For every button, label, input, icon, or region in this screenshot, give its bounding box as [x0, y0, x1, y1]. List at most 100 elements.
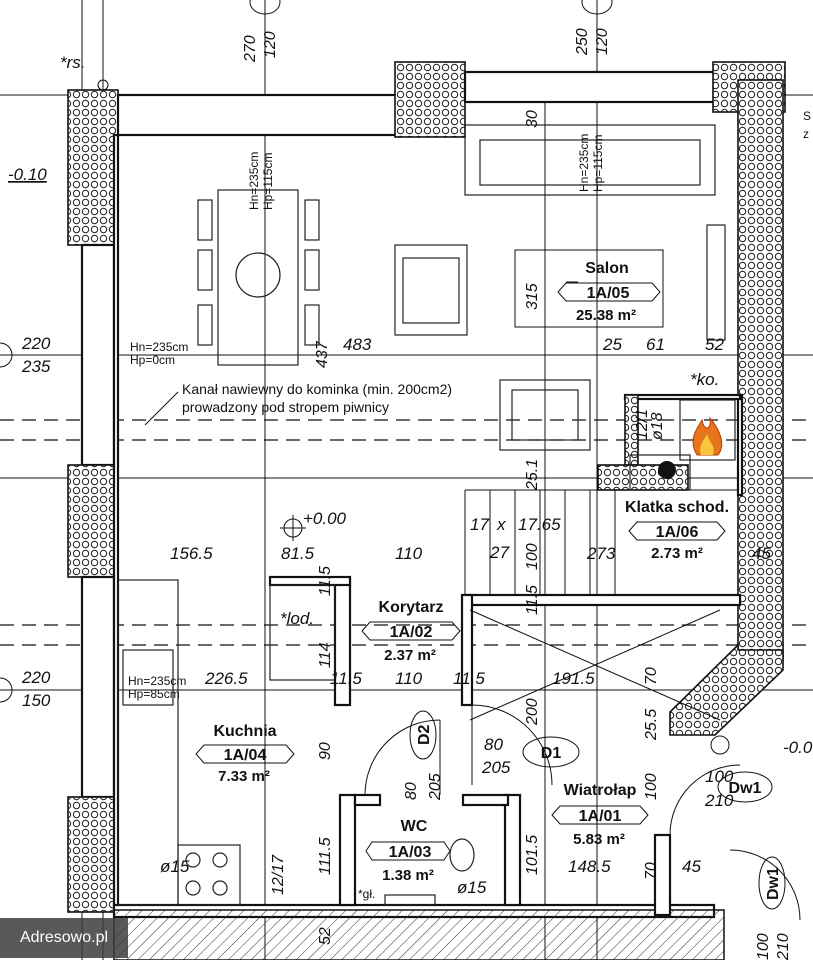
svg-text:101.5: 101.5 — [524, 835, 541, 875]
stair-27: 27 — [489, 543, 509, 562]
svg-text:200: 200 — [524, 698, 541, 726]
walls — [67, 61, 786, 960]
svg-text:11.5: 11.5 — [453, 669, 485, 688]
level-right: -0.0 — [783, 738, 813, 757]
svg-text:148.5: 148.5 — [568, 857, 611, 876]
room-kuchnia: Kuchnia 1A/04 7.33 m² — [195, 723, 295, 785]
room-area: 2.73 m² — [651, 545, 703, 562]
room-wc: WC 1A/03 1.38 m² — [365, 818, 451, 884]
door-dw1-callout — [717, 771, 773, 803]
svg-text:100: 100 — [643, 773, 660, 800]
watermark: Adresowo.pl — [0, 918, 128, 958]
svg-text:11.5: 11.5 — [317, 566, 334, 596]
stair-x: x — [496, 515, 506, 534]
wall-left-bottom — [67, 796, 115, 913]
svg-text:120: 120 — [262, 31, 279, 58]
duct-note-line2: prowadzony pod stropem piwnicy — [182, 399, 389, 415]
svg-text:110: 110 — [395, 669, 423, 688]
door-dw1: Dw1 — [729, 780, 762, 797]
fire-icon — [692, 416, 723, 456]
svg-text:11.5: 11.5 — [330, 669, 362, 688]
svg-text:437: 437 — [314, 340, 331, 368]
svg-text:100: 100 — [524, 543, 541, 570]
svg-text:270: 270 — [242, 35, 259, 63]
room-area: 25.38 m² — [576, 307, 636, 324]
phi15-wc: ø15 — [457, 878, 487, 897]
svg-text:226.5: 226.5 — [204, 669, 248, 688]
svg-text:61: 61 — [646, 335, 665, 354]
svg-text:235: 235 — [21, 357, 51, 376]
svg-text:205: 205 — [481, 758, 511, 777]
room-korytarz: Korytarz 1A/02 2.37 m² — [361, 599, 461, 664]
svg-text:114: 114 — [317, 642, 334, 668]
dimensions: 270 120 250 120 30 315 437 483 25 61 52 … — [21, 28, 792, 960]
svg-text:120: 120 — [594, 28, 611, 55]
room-wiatrolap: Wiatrołap 1A/01 5.83 m² — [551, 782, 649, 848]
label-ko: *ko. — [690, 370, 719, 389]
svg-text:273: 273 — [586, 544, 616, 563]
svg-text:205: 205 — [427, 773, 444, 801]
svg-text:45: 45 — [752, 544, 771, 563]
svg-text:70: 70 — [643, 667, 660, 685]
stair-1765: 17.65 — [518, 515, 561, 534]
svg-text:111.5: 111.5 — [317, 837, 334, 875]
door-dw1b-callout — [758, 856, 786, 910]
hp-kitchen: Hp=85cm — [128, 687, 180, 701]
room-name: Korytarz — [379, 599, 444, 616]
armchair — [394, 244, 468, 336]
duct-note-line1: Kanał nawiewny do kominka (min. 200cm2) — [182, 381, 452, 397]
svg-text:30: 30 — [524, 110, 541, 128]
svg-text:45: 45 — [682, 857, 701, 876]
svg-text:100: 100 — [755, 933, 772, 960]
phi18: ø18 — [649, 412, 666, 440]
svg-text:210: 210 — [704, 791, 734, 810]
top-axis-ellipse-left — [249, 0, 281, 15]
door-d1: D1 — [541, 745, 562, 762]
door-dw1b: Dw1 — [765, 867, 782, 900]
room-salon: Salon 1A/05 25.38 m² — [514, 249, 664, 328]
fireplace — [679, 399, 736, 461]
svg-text:191.5: 191.5 — [552, 669, 595, 688]
cut-s: S — [803, 109, 811, 123]
phi15-kitchen: ø15 — [160, 857, 190, 876]
svg-text:100: 100 — [705, 767, 734, 786]
svg-text:210: 210 — [775, 933, 792, 960]
hp-dining: Hp=115cm — [261, 153, 275, 210]
svg-text:81.5: 81.5 — [281, 544, 315, 563]
wall-right — [737, 79, 784, 661]
svg-text:80: 80 — [484, 735, 503, 754]
room-code: 1A/04 — [224, 747, 267, 764]
room-area: 2.37 m² — [384, 647, 436, 664]
room-code: 1A/05 — [587, 285, 630, 302]
room-area: 5.83 m² — [573, 831, 625, 848]
svg-text:483: 483 — [343, 335, 372, 354]
level-left: -0.10 — [8, 165, 47, 184]
furniture — [117, 124, 801, 921]
dining-table — [217, 189, 299, 366]
svg-text:52: 52 — [705, 335, 724, 354]
room-area: 1.38 m² — [382, 867, 434, 884]
level-center: +0.00 — [303, 509, 347, 528]
svg-text:11.5: 11.5 — [524, 585, 541, 615]
room-area: 7.33 m² — [218, 768, 270, 785]
kitchen-counter — [117, 579, 179, 906]
wall-top-left-corner — [67, 89, 119, 246]
room-klatka: Klatka schod. 1A/06 2.73 m² — [625, 499, 729, 562]
hp-left: Hp=0cm — [130, 353, 175, 367]
door-d2-callout — [409, 710, 437, 760]
wall-right-diagonal — [669, 643, 784, 736]
hp-salon: Hp=115cm — [591, 135, 605, 192]
room-code: 1A/06 — [656, 524, 699, 541]
svg-text:250: 250 — [574, 28, 591, 56]
svg-text:220: 220 — [21, 668, 51, 687]
room-name: Salon — [585, 260, 629, 277]
svg-text:70: 70 — [643, 862, 660, 880]
door-d1-callout — [522, 736, 580, 768]
level-markers — [0, 79, 730, 755]
wall-pillar-top — [394, 61, 466, 138]
label-gl: *gł. — [358, 887, 375, 901]
room-code: 1A/02 — [390, 624, 433, 641]
svg-text:220: 220 — [21, 334, 51, 353]
